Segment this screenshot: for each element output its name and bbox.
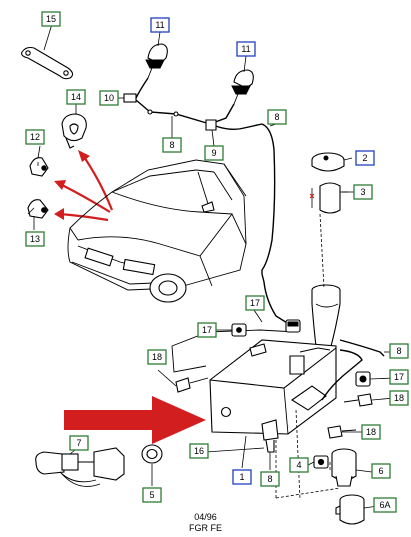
- svg-text:12: 12: [30, 132, 40, 142]
- callout-18-right-lower: 18: [361, 424, 381, 440]
- svg-text:18: 18: [394, 393, 404, 403]
- svg-text:3: 3: [360, 187, 365, 197]
- footer-date-code: 04/96: [194, 512, 217, 522]
- callout-5: 5: [142, 487, 162, 503]
- part-11-jet-right: [231, 69, 254, 105]
- callout-15: 15: [41, 11, 61, 27]
- callout-2: 2: [355, 150, 375, 166]
- callout-18-right-upper: 18: [389, 390, 409, 406]
- svg-text:8: 8: [169, 140, 174, 150]
- part-4-grommet: [313, 455, 329, 469]
- part-1-reservoir: [171, 329, 337, 453]
- svg-text:17: 17: [250, 298, 260, 308]
- filler-neck: [311, 284, 341, 351]
- callout-17-right: 17: [389, 369, 409, 385]
- svg-text:10: 10: [104, 93, 114, 103]
- part-15-bracket: [21, 46, 74, 80]
- svg-text:13: 13: [30, 234, 40, 244]
- part-17-grommet-right: [355, 371, 371, 387]
- part-13-nozzle: [27, 199, 49, 219]
- svg-text:1: 1: [239, 472, 244, 482]
- callout-18-left: 18: [147, 349, 167, 365]
- callout-9: 9: [204, 145, 224, 161]
- part-18-bolt-right-lower: [327, 425, 357, 439]
- part-18-bolt-left: [175, 377, 209, 393]
- svg-text:8: 8: [267, 474, 272, 484]
- svg-text:7: 7: [76, 438, 81, 448]
- callout-12: 12: [25, 129, 45, 145]
- jet-hose-network: [123, 77, 276, 274]
- callout-8-b: 8: [267, 109, 287, 125]
- callout-8-a: 8: [162, 137, 182, 153]
- part-5-pump-grommet: [141, 444, 163, 464]
- svg-text:6: 6: [378, 466, 383, 476]
- callout-13: 13: [25, 231, 45, 247]
- callout-14: 14: [66, 89, 86, 105]
- part-18-bolt-right-upper: [343, 393, 373, 407]
- part-12-nozzle: [29, 157, 49, 177]
- callout-11-right: 11: [236, 41, 256, 57]
- svg-text:11: 11: [155, 20, 164, 30]
- svg-text:14: 14: [71, 92, 81, 102]
- svg-text:18: 18: [366, 427, 376, 437]
- part-11-jet-left: [145, 43, 168, 79]
- main-red-arrow: [64, 396, 206, 444]
- callout-8-c: 8: [389, 343, 409, 359]
- callout-10: 10: [99, 90, 119, 106]
- car-illustration: [67, 159, 247, 303]
- callout-16: 16: [189, 443, 209, 459]
- svg-text:9: 9: [211, 148, 216, 158]
- part-2-filler-cap: [311, 152, 345, 172]
- svg-text:6A: 6A: [379, 500, 390, 510]
- svg-text:11: 11: [241, 44, 250, 54]
- svg-text:5: 5: [149, 490, 154, 500]
- callout-17-top: 17: [245, 295, 265, 311]
- svg-text:17: 17: [202, 325, 212, 335]
- svg-text:2: 2: [362, 153, 367, 163]
- svg-text:18: 18: [152, 352, 162, 362]
- part-6-pump: [331, 448, 357, 487]
- red-location-arrows: [54, 150, 114, 222]
- callout-6: 6: [371, 463, 391, 479]
- right-hose-run: [261, 273, 385, 401]
- callout-11-left: 11: [150, 17, 170, 33]
- svg-text:17: 17: [394, 372, 404, 382]
- svg-text:8: 8: [274, 112, 279, 122]
- callout-1: 1: [232, 469, 252, 485]
- callout-17-left: 17: [197, 322, 217, 338]
- callout-7: 7: [69, 435, 89, 451]
- footer-market-code: FGR FE: [189, 523, 222, 533]
- svg-text:16: 16: [194, 446, 204, 456]
- part-17-grommet-top: [285, 319, 301, 333]
- callout-8-d: 8: [260, 471, 280, 487]
- callout-6A: 6A: [373, 497, 397, 513]
- svg-text:8: 8: [396, 346, 401, 356]
- part-3-filler-neck-seal: [309, 182, 348, 214]
- part-7-wiring-connector: [35, 447, 125, 487]
- svg-text:4: 4: [296, 460, 301, 470]
- part-6A-pump: [335, 494, 365, 525]
- part-17-grommet-left: [231, 323, 247, 337]
- callout-3: 3: [353, 184, 373, 200]
- part-14-headlamp-jet: [61, 113, 87, 149]
- callout-4: 4: [289, 457, 309, 473]
- svg-text:15: 15: [46, 14, 56, 24]
